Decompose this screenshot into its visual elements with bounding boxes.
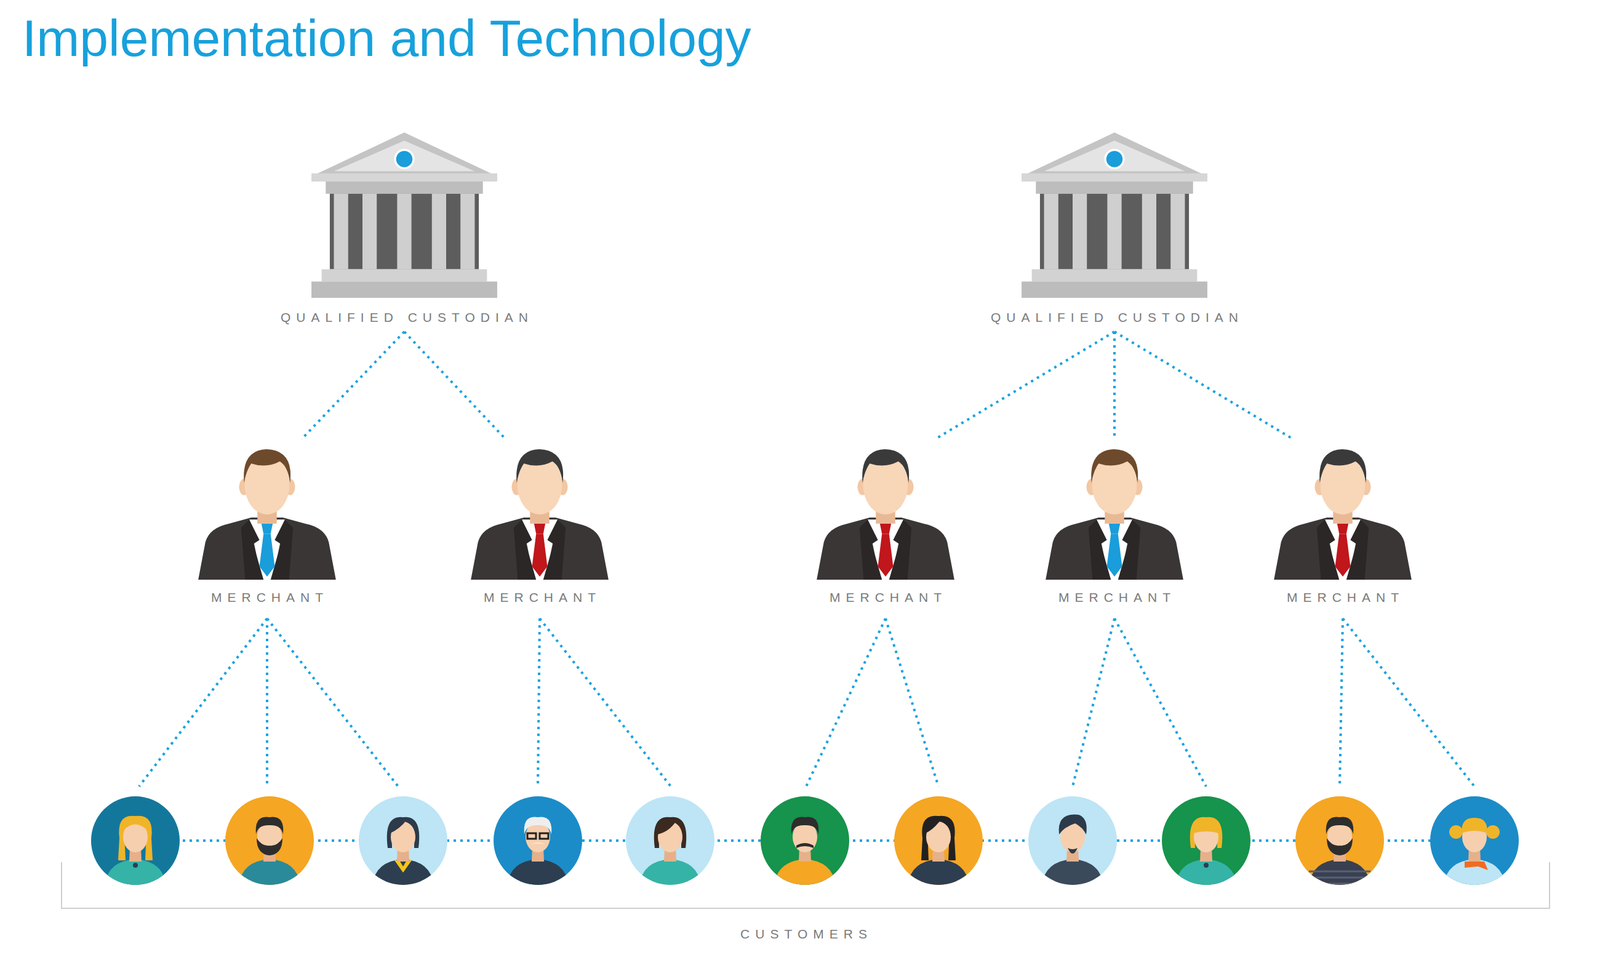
customer-avatar: [894, 796, 983, 890]
customer-avatar: [760, 796, 850, 890]
connector-line: [1114, 331, 1294, 440]
connector-line: [934, 331, 1115, 440]
customer-avatar: [91, 796, 180, 890]
connector-line: [301, 331, 405, 440]
customer-avatar: [625, 796, 715, 890]
node-label: MERCHANT: [1268, 589, 1417, 606]
node-label: MERCHANT: [1040, 589, 1189, 606]
merchant-node: MERCHANT: [465, 441, 614, 610]
customer-avatar: [493, 796, 583, 890]
merchant-figure: [1045, 449, 1184, 580]
customer-avatar: [1161, 796, 1251, 890]
merchant-node: MERCHANT: [811, 441, 960, 610]
merchant-node: MERCHANT: [1040, 441, 1189, 610]
merchant-figure: [816, 449, 955, 580]
custodian-node: QUALIFIED CUSTODIAN: [977, 126, 1252, 330]
merchant-figure: [470, 449, 609, 580]
node-label: MERCHANT: [193, 589, 341, 606]
custodian-building: [1021, 132, 1208, 298]
custodian-node: QUALIFIED CUSTODIAN: [267, 126, 541, 330]
connector-line: [404, 331, 506, 440]
group-label: CUSTOMERS: [734, 926, 873, 943]
merchant-figure: [198, 449, 336, 580]
customer-avatar: [358, 796, 448, 890]
merchant-figure: [1273, 449, 1412, 580]
customer-avatar: [1430, 796, 1519, 890]
customer-avatar: [225, 796, 314, 890]
node-label: QUALIFIED CUSTODIAN: [267, 309, 541, 326]
connector-line: [1113, 331, 1116, 440]
node-label: MERCHANT: [811, 589, 960, 606]
page-title: Implementation and Technology: [22, 8, 752, 68]
customer-avatar: [1295, 796, 1384, 890]
node-label: MERCHANT: [465, 589, 614, 606]
node-label: QUALIFIED CUSTODIAN: [977, 309, 1252, 326]
merchant-node: MERCHANT: [1268, 441, 1417, 610]
custodian-building: [311, 132, 498, 298]
merchant-node: MERCHANT: [193, 441, 341, 610]
customer-link: [139, 618, 1475, 787]
customer-avatar: [1028, 796, 1117, 890]
